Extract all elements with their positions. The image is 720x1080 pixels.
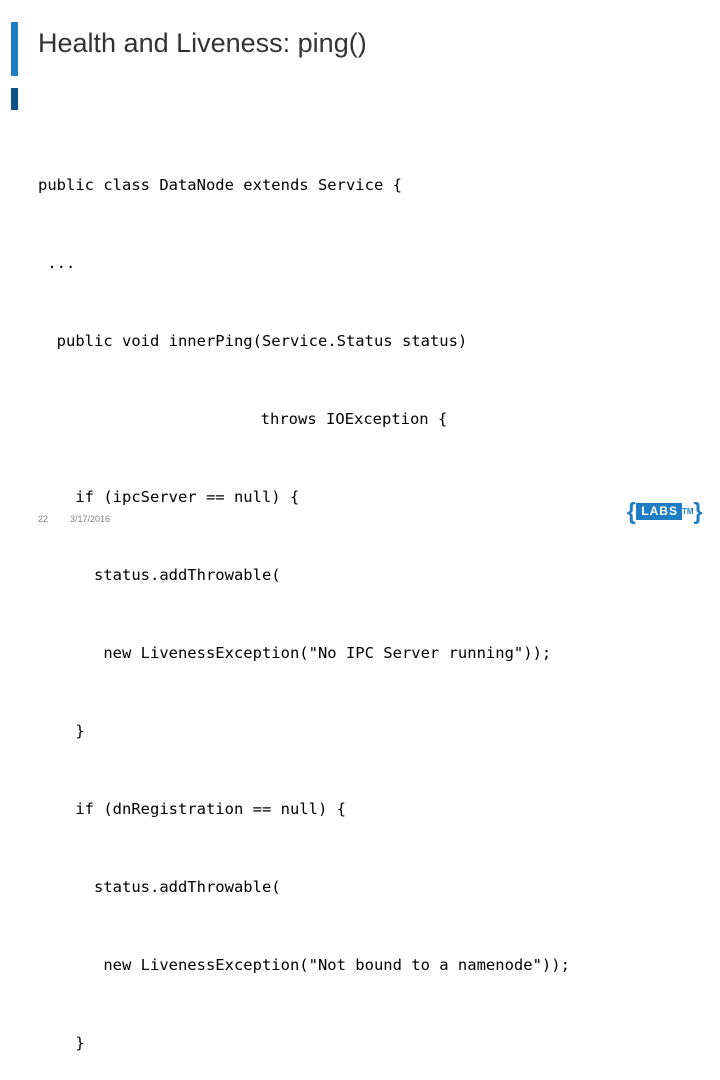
logo-trademark: TM bbox=[681, 506, 694, 516]
code-block: public class DataNode extends Service { … bbox=[38, 120, 688, 1080]
footer-page-number: 22 bbox=[38, 514, 49, 524]
code-line: public class DataNode extends Service { bbox=[38, 176, 402, 194]
logo-right-bracket: } bbox=[693, 497, 703, 524]
code-line: throws IOException { bbox=[260, 410, 448, 428]
code-line: } bbox=[38, 1034, 85, 1052]
accent-bar-top bbox=[11, 22, 18, 76]
code-line: status.addThrowable( bbox=[38, 566, 281, 584]
code-line: } bbox=[38, 722, 85, 740]
footer-date: 3/17/2016 bbox=[70, 514, 111, 524]
code-line: ... bbox=[38, 254, 76, 272]
code-line: if (ipcServer == null) { bbox=[38, 488, 300, 506]
labs-logo: { LABS TM } bbox=[626, 497, 703, 524]
code-line: new LivenessException("No IPC Server run… bbox=[38, 644, 552, 662]
code-line: public void innerPing(Service.Status sta… bbox=[38, 332, 468, 350]
logo-word: LABS bbox=[636, 502, 682, 520]
code-line: if (dnRegistration == null) { bbox=[38, 800, 346, 818]
slide: Health and Liveness: ping() public class… bbox=[11, 22, 703, 1052]
logo-left-bracket: { bbox=[626, 497, 636, 524]
code-line: new LivenessException("Not bound to a na… bbox=[38, 956, 570, 974]
code-line: status.addThrowable( bbox=[38, 878, 281, 896]
page-title: Health and Liveness: ping() bbox=[38, 28, 367, 58]
accent-bar-bottom bbox=[11, 88, 18, 110]
